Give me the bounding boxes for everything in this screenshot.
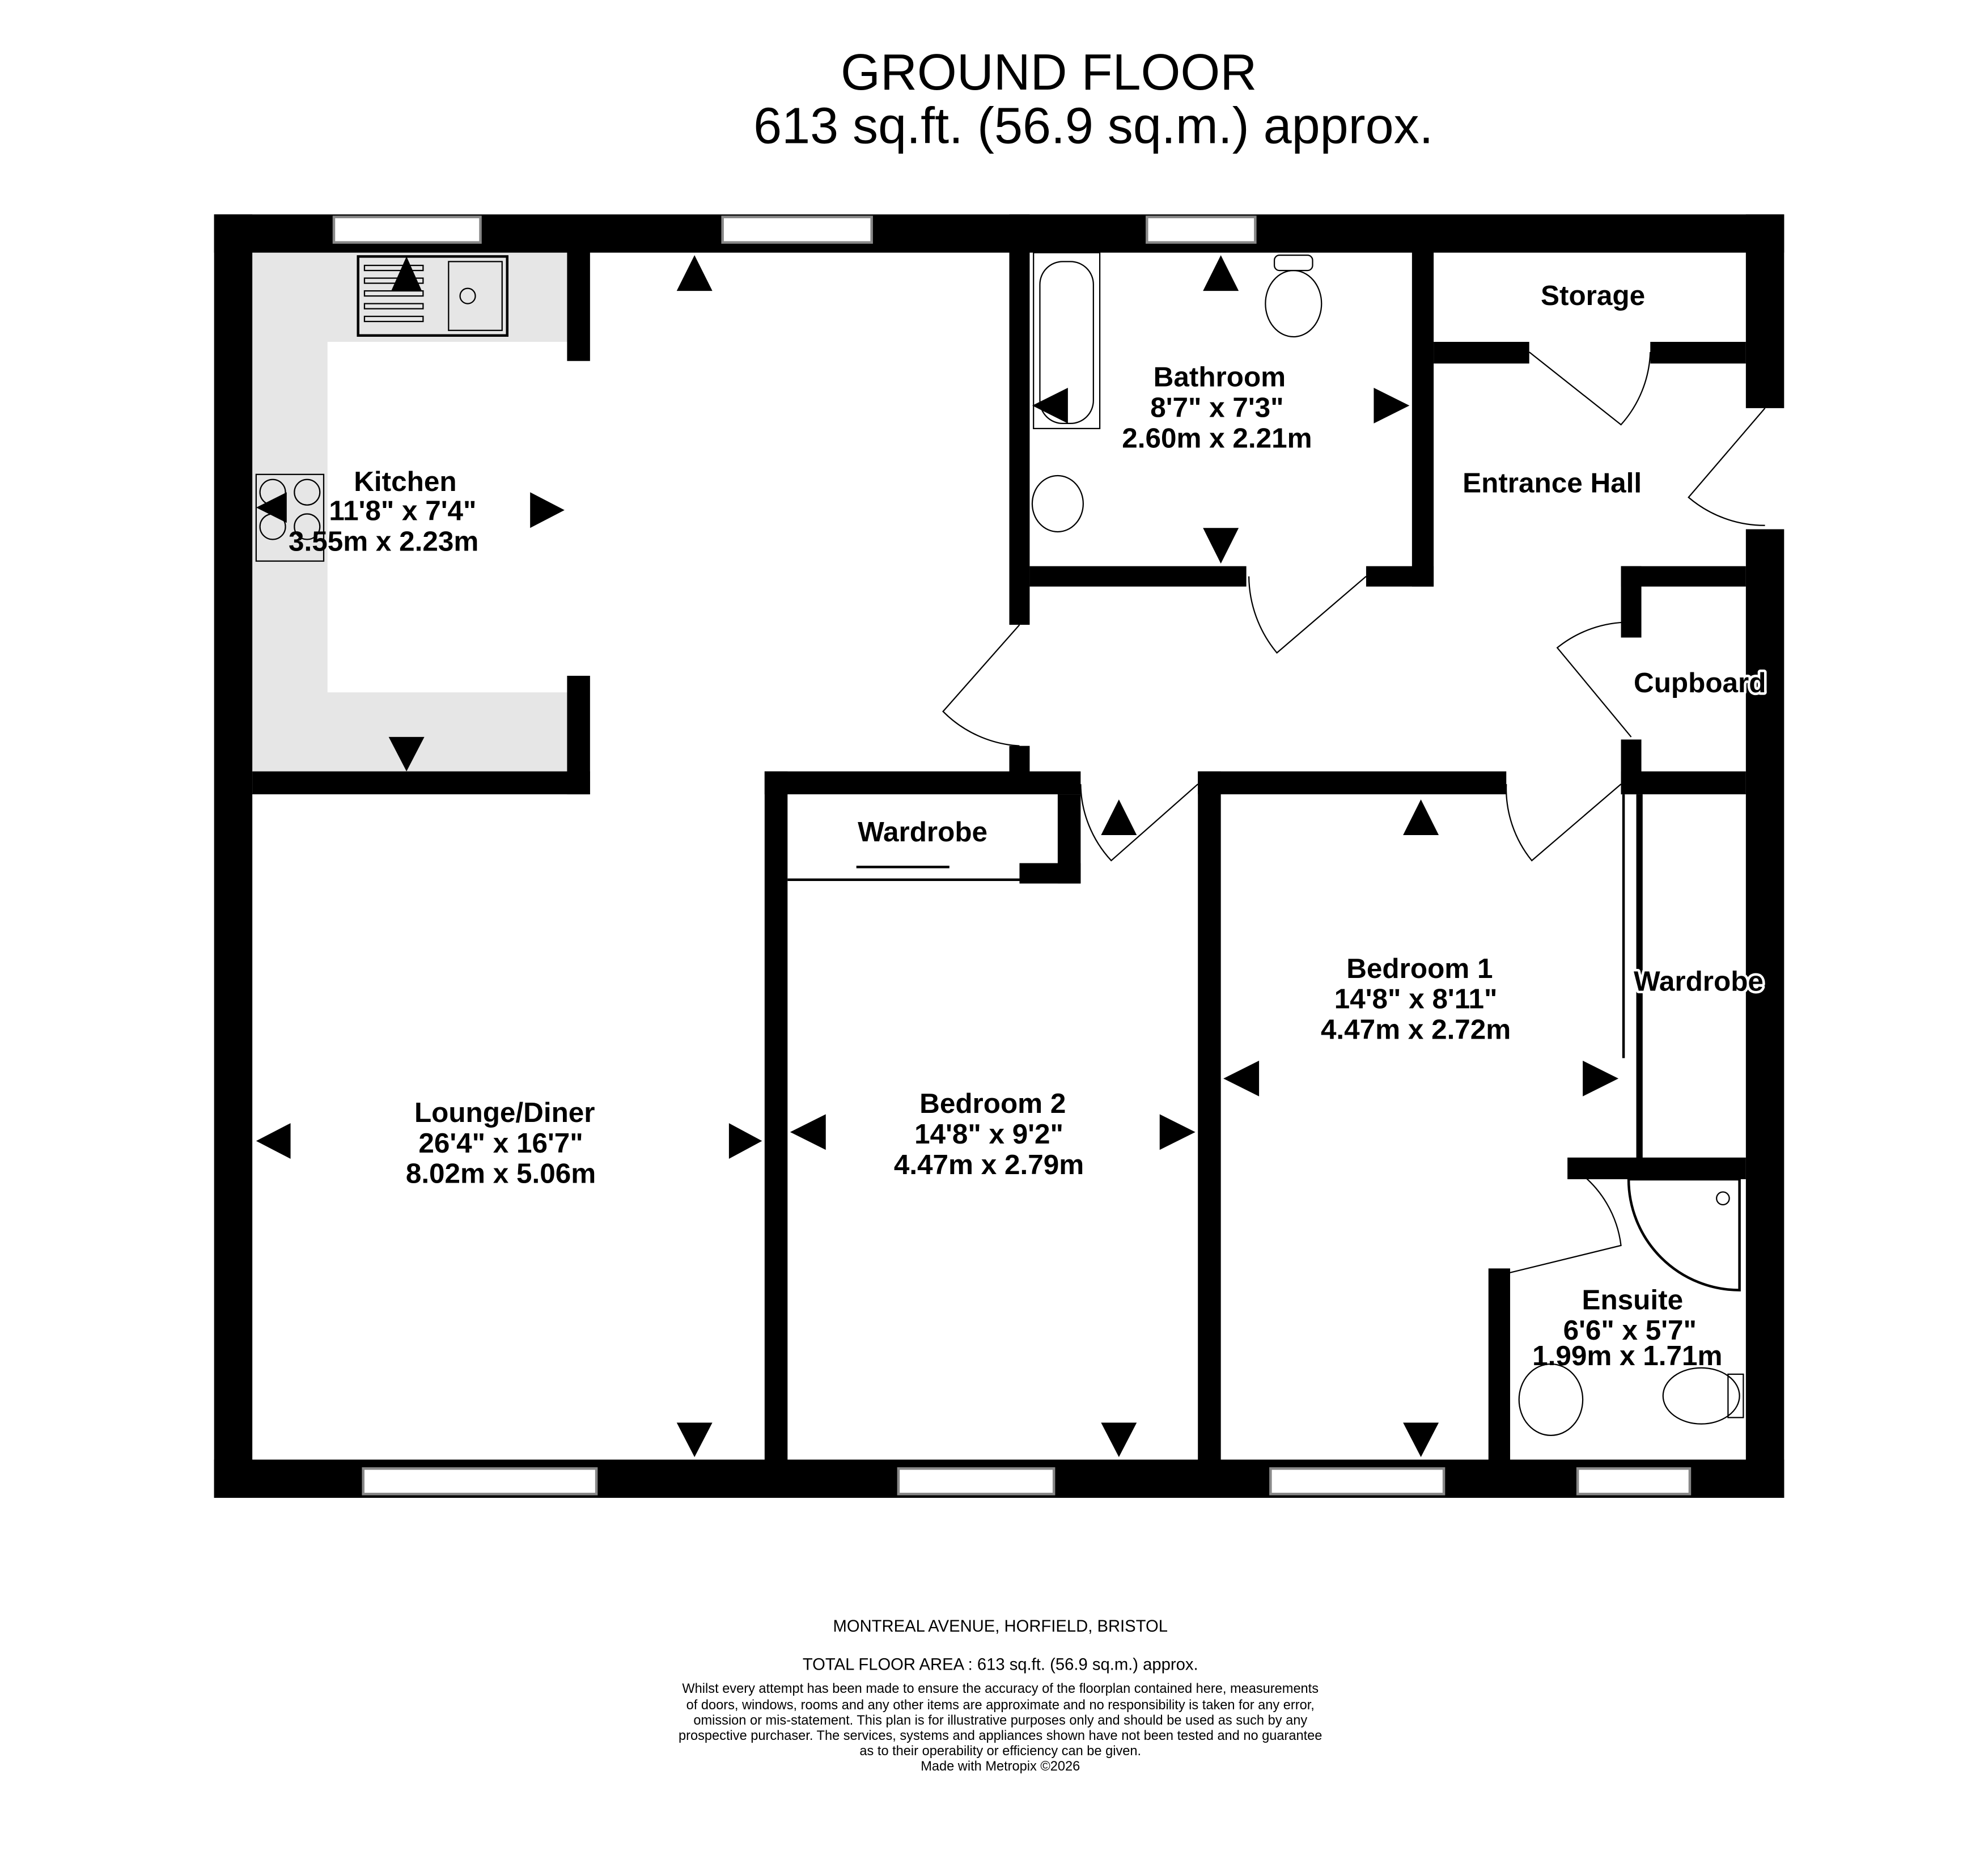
- walls: [214, 214, 1784, 1498]
- shower-icon: [1627, 1178, 1741, 1291]
- floor-title: GROUND FLOOR: [841, 44, 1257, 101]
- svg-text:8'7" x 7'3": 8'7" x 7'3": [1150, 392, 1283, 423]
- basin-icon: [1031, 475, 1584, 1436]
- svg-text:14'8" x 8'11": 14'8" x 8'11": [1334, 984, 1498, 1015]
- svg-text:Lounge/Diner: Lounge/Diner: [414, 1097, 595, 1128]
- svg-text:1.99m x 1.71m: 1.99m x 1.71m: [1532, 1340, 1722, 1371]
- svg-text:Bedroom 1: Bedroom 1: [1346, 953, 1493, 984]
- room-lounge-diner: Lounge/Diner 26'4" x 16'7" 8.02m x 5.06m: [406, 1097, 596, 1189]
- kitchen-worktop: [252, 251, 567, 772]
- room-bedroom1: Bedroom 1 14'8" x 8'11" 4.47m x 2.72m: [1321, 953, 1511, 1045]
- svg-text:14'8" x 9'2": 14'8" x 9'2": [914, 1119, 1063, 1150]
- room-bedroom2: Bedroom 2 14'8" x 9'2" 4.47m x 2.79m: [894, 1088, 1084, 1180]
- svg-text:Bedroom 2: Bedroom 2: [919, 1088, 1066, 1119]
- room-storage: Storage: [1541, 280, 1645, 311]
- doors: [942, 351, 1766, 1276]
- bath-icon: [1033, 252, 1101, 430]
- svg-text:omission or mis-statement. Thi: omission or mis-statement. This plan is …: [693, 1713, 1307, 1728]
- svg-text:4.47m x 2.79m: 4.47m x 2.79m: [894, 1149, 1084, 1180]
- svg-text:11'8" x 7'4": 11'8" x 7'4": [329, 495, 476, 527]
- floor-area: 613 sq.ft. (56.9 sq.m.) approx.: [753, 98, 1433, 154]
- svg-text:Kitchen: Kitchen: [354, 466, 456, 497]
- svg-text:Bathroom: Bathroom: [1154, 362, 1286, 393]
- address: MONTREAL AVENUE, HORFIELD, BRISTOL: [833, 1617, 1168, 1636]
- room-entrance-hall: Entrance Hall: [1463, 467, 1642, 498]
- total-floor-area: TOTAL FLOOR AREA : 613 sq.ft. (56.9 sq.m…: [803, 1656, 1198, 1674]
- room-kitchen: Kitchen 11'8" x 7'4" 3.55m x 2.23m: [289, 466, 478, 557]
- kitchen-sink-icon: [357, 255, 508, 337]
- ensuite-toilet-icon: [1662, 1367, 1744, 1425]
- svg-text:8.02m x 5.06m: 8.02m x 5.06m: [406, 1158, 596, 1189]
- disclaimer: Whilst every attempt has been made to en…: [679, 1682, 1322, 1774]
- svg-text:26'4" x 16'7": 26'4" x 16'7": [418, 1128, 583, 1159]
- toilet-icon: [1265, 255, 1322, 338]
- hob-icon: [255, 473, 325, 562]
- room-wardrobe-bedroom1: Wardrobe: [1634, 965, 1764, 997]
- svg-text:as to their operability or eff: as to their operability or efficiency ca…: [859, 1744, 1141, 1759]
- room-bathroom: Bathroom 8'7" x 7'3" 2.60m x 2.21m: [1122, 362, 1312, 454]
- svg-text:2.60m x 2.21m: 2.60m x 2.21m: [1122, 423, 1312, 454]
- dimension-arrows: [256, 255, 1619, 1458]
- room-wardrobe-bedroom2: Wardrobe: [858, 816, 987, 848]
- credit: Made with Metropix ©2026: [921, 1759, 1080, 1774]
- room-ensuite: Ensuite 6'6" x 5'7" 1.99m x 1.71m: [1532, 1284, 1722, 1371]
- windows: [332, 215, 1692, 1496]
- svg-text:6'6" x 5'7": 6'6" x 5'7": [1563, 1315, 1697, 1346]
- svg-text:Ensuite: Ensuite: [1582, 1284, 1684, 1315]
- svg-text:of doors, windows, rooms and a: of doors, windows, rooms and any other i…: [686, 1698, 1315, 1713]
- svg-text:3.55m x 2.23m: 3.55m x 2.23m: [289, 526, 478, 557]
- svg-text:Whilst every attempt has been: Whilst every attempt has been made to en…: [682, 1682, 1319, 1696]
- svg-text:prospective purchaser. The ser: prospective purchaser. The services, sys…: [679, 1729, 1322, 1743]
- svg-text:4.47m x 2.72m: 4.47m x 2.72m: [1321, 1014, 1511, 1045]
- internal-lines: [787, 794, 1642, 1058]
- room-cupboard: Cupboard: [1634, 667, 1766, 698]
